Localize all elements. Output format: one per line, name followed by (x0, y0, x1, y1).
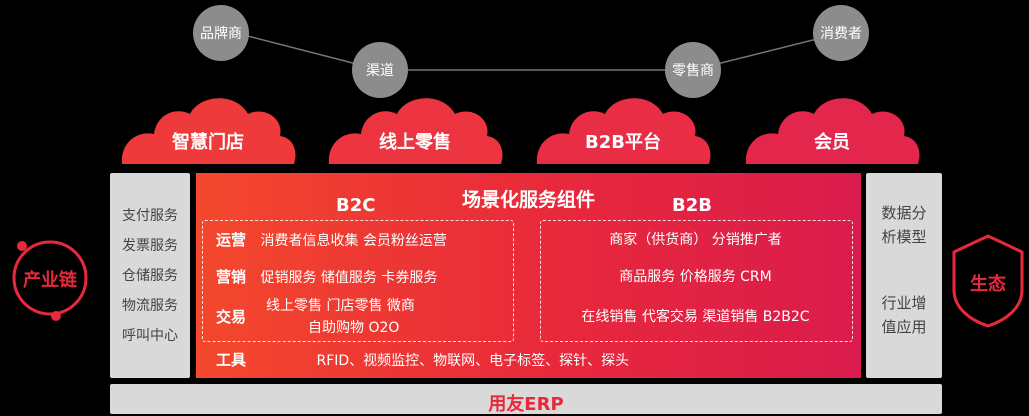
category-trade: 交易 (216, 308, 247, 326)
ecosystem-shield-icon (952, 234, 1024, 328)
industry-chain-ring-icon (12, 240, 88, 321)
service-warehouse: 仓储服务 (122, 268, 178, 284)
operation-items: 消费者信息收集 会员粉丝运营 (260, 233, 447, 249)
data-model-line2: 析模型 (881, 228, 927, 246)
b2b-row-merchants: 商家（供货商） 分销推广者 (609, 232, 782, 248)
scenario-components-block: 场景化服务组件 B2C B2B 运营 消费者信息收集 会员粉丝运营 营销 促销服… (196, 173, 861, 378)
trade-items-line1: 线上零售 门店零售 微商 (266, 298, 415, 314)
industry-app-line2: 值应用 (881, 318, 927, 336)
cloud-smart-store: 智慧门店 (118, 86, 298, 166)
erp-label: 用友ERP (488, 394, 564, 415)
category-marketing: 营销 (216, 268, 247, 286)
cloud-label: 智慧门店 (172, 132, 244, 153)
b2b-label: B2B (672, 195, 712, 216)
trade-items-line2: 自助购物 O2O (308, 320, 400, 336)
node-retailer: 零售商 (665, 42, 721, 98)
category-operation: 运营 (216, 231, 247, 249)
tools-row: 工具 RFID、视频监控、物联网、电子标签、探针、探头 (216, 349, 629, 370)
cloud-label: B2B平台 (585, 132, 661, 153)
cloud-shape-icon (536, 98, 711, 164)
service-call-center: 呼叫中心 (122, 328, 178, 344)
ecosystem-label: 生态 (970, 274, 1006, 295)
industry-app-line1: 行业增 (881, 294, 927, 312)
cloud-label: 会员 (814, 132, 850, 153)
service-payment: 支付服务 (122, 208, 178, 224)
node-consumer: 消费者 (813, 5, 869, 61)
cloud-shape-icon (328, 98, 503, 164)
b2c-box (202, 220, 514, 342)
b2b-row-services: 商品服务 价格服务 CRM (619, 269, 772, 285)
main-title: 场景化服务组件 (461, 189, 595, 211)
left-service-panel: 支付服务 发票服务 仓储服务 物流服务 呼叫中心 (110, 173, 190, 378)
node-channel: 渠道 (352, 42, 408, 98)
cloud-b2b-platform: B2B平台 (533, 86, 713, 166)
b2c-row-trade-category: 交易 (216, 306, 246, 327)
erp-bar: 用友ERP (110, 384, 942, 415)
service-invoice: 发票服务 (122, 238, 178, 254)
data-model-line1: 数据分 (881, 204, 927, 222)
b2c-label: B2C (336, 195, 376, 216)
cloud-online-retail: 线上零售 (325, 86, 505, 166)
category-tools: 工具 (216, 351, 247, 369)
cloud-label: 线上零售 (379, 132, 451, 153)
cloud-shape-icon (121, 98, 296, 164)
cloud-shape-icon (745, 98, 920, 164)
tools-items: RFID、视频监控、物联网、电子标签、探针、探头 (316, 353, 630, 369)
right-analytics-panel: 数据分 析模型 行业增 值应用 (866, 173, 942, 378)
service-logistics: 物流服务 (122, 298, 178, 314)
marketing-items: 促销服务 储值服务 卡券服务 (260, 270, 438, 286)
industry-chain-label: 产业链 (23, 270, 77, 291)
node-brand: 品牌商 (193, 5, 249, 61)
b2c-row-operation: 运营 消费者信息收集 会员粉丝运营 (216, 229, 447, 250)
b2b-row-sales: 在线销售 代客交易 渠道销售 B2B2C (581, 309, 810, 325)
b2b-box (540, 220, 853, 342)
cloud-member: 会员 (742, 86, 922, 166)
b2c-row-marketing: 营销 促销服务 储值服务 卡券服务 (216, 266, 437, 287)
